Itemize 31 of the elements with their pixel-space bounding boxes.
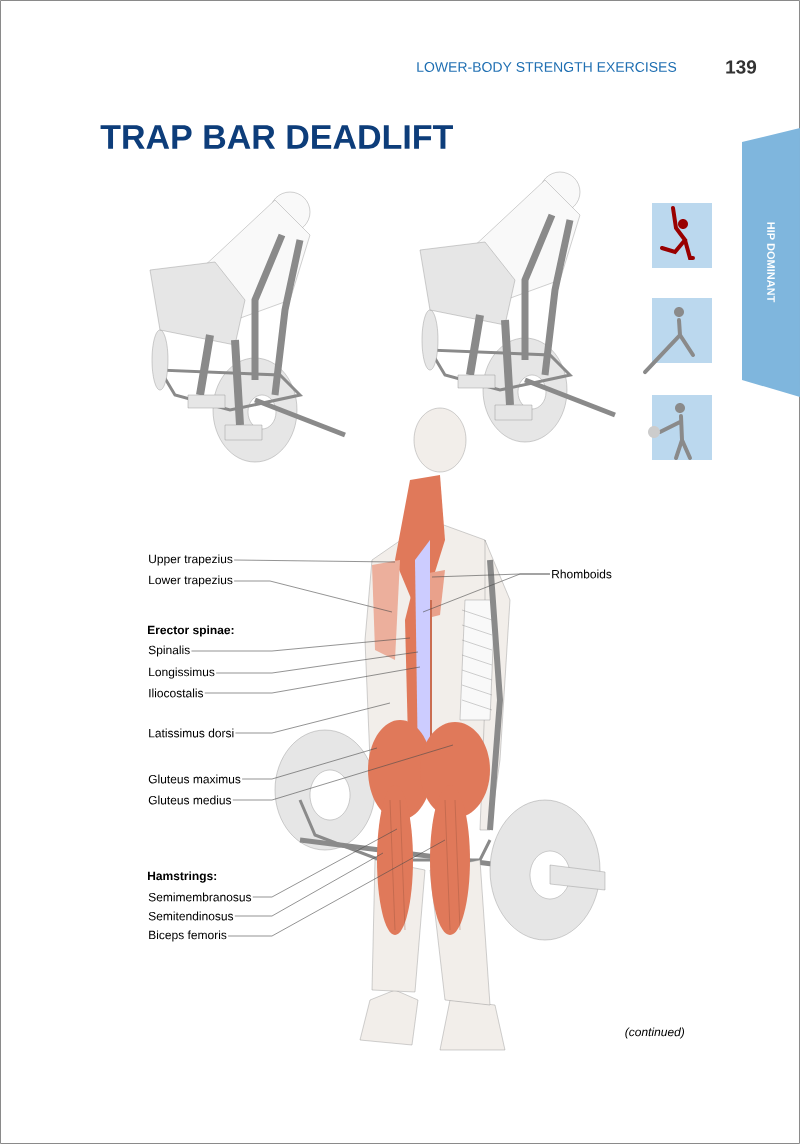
leader-line bbox=[232, 744, 454, 801]
muscle-label: Gluteus maximus bbox=[148, 774, 241, 784]
leader-line bbox=[234, 852, 384, 917]
title: TRAP BAR DEADLIFT bbox=[100, 125, 453, 149]
muscle-label: Gluteus medius bbox=[148, 795, 232, 805]
leader-line bbox=[252, 828, 398, 898]
leader-line bbox=[235, 702, 391, 734]
group-heading: Erector spinae: bbox=[148, 625, 234, 637]
muscle-label: Longissimus bbox=[149, 667, 215, 679]
continued-note: (continued) bbox=[625, 1027, 685, 1039]
muscle-label: Iliocostalis bbox=[149, 688, 204, 698]
muscle-label: Semimembranosus bbox=[148, 892, 252, 902]
group-heading: Hamstrings: bbox=[148, 871, 217, 883]
leader-line bbox=[422, 573, 551, 613]
leader-line bbox=[227, 839, 446, 937]
header: LOWER-BODY STRENGTH EXERCISES bbox=[417, 62, 677, 72]
muscle-label: Spinalis bbox=[148, 645, 190, 657]
muscle-label: Semitendinosus bbox=[148, 911, 234, 921]
leader-line bbox=[233, 559, 396, 563]
muscle-label: Rhomboids bbox=[552, 569, 612, 579]
leader-line bbox=[191, 637, 411, 652]
leader-line bbox=[204, 666, 421, 694]
section-tab: HIP DOMINANT bbox=[742, 128, 800, 397]
leader-line bbox=[241, 747, 378, 780]
muscle-label: Lower trapezius bbox=[149, 575, 233, 587]
muscle-label: Upper trapezius bbox=[149, 554, 233, 566]
muscle-label: Biceps femoris bbox=[149, 930, 227, 942]
page-number: 139 bbox=[726, 60, 757, 74]
muscle-label: Latissimus dorsi bbox=[149, 728, 234, 738]
leader-line bbox=[233, 580, 393, 613]
leader-line bbox=[215, 651, 419, 674]
